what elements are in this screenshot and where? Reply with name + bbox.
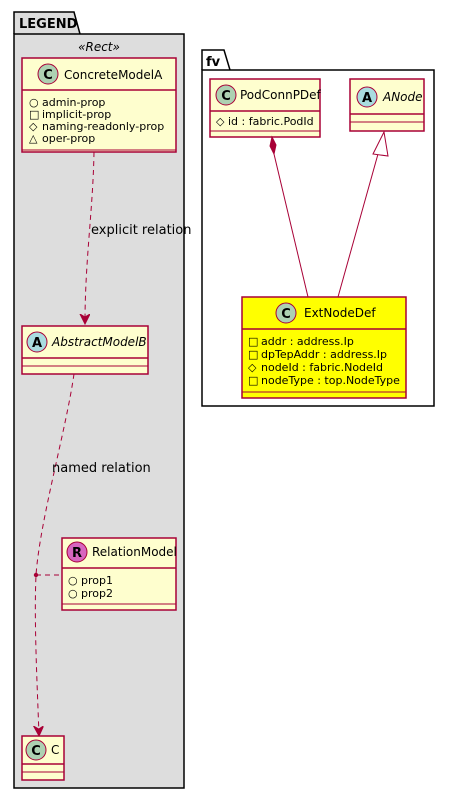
class-badge-icon bbox=[275, 302, 297, 324]
attribute: naming-readonly-prop bbox=[42, 120, 164, 133]
attribute: admin-prop bbox=[42, 96, 105, 109]
inheritance-triangle-icon bbox=[372, 130, 389, 157]
legend-package-title: LEGEND bbox=[19, 17, 78, 32]
attribute: dpTepAddr : address.Ip bbox=[261, 348, 387, 361]
explicit-relation-label: explicit relation bbox=[91, 223, 191, 238]
named-relation-edge: named relation bbox=[34, 373, 151, 735]
class-name: AbstractModelB bbox=[51, 335, 147, 349]
attribute: implicit-prop bbox=[42, 108, 111, 121]
legend-stereotype: «Rect» bbox=[78, 40, 120, 54]
fv-package-tab bbox=[201, 49, 231, 71]
explicit-relation-edge: explicit relation bbox=[85, 151, 191, 323]
class-badge-letter: R bbox=[72, 546, 82, 561]
fv-package-title: fv bbox=[206, 55, 221, 70]
class-badge-letter: A bbox=[362, 91, 372, 106]
class-badge-icon bbox=[37, 63, 59, 85]
class-concrete-model-a[interactable]: C ConcreteModelA ○ admin-prop □ implicit… bbox=[21, 57, 177, 153]
visibility-private-icon: □ bbox=[248, 335, 258, 348]
class-name: PodConnPDef bbox=[240, 88, 322, 102]
legend-package-body bbox=[13, 33, 185, 789]
attribute-list: ○ admin-prop □ implicit-prop ◇ naming-re… bbox=[29, 96, 164, 145]
attribute: id : fabric.PodId bbox=[228, 115, 314, 128]
visibility-public-icon: ○ bbox=[68, 574, 78, 587]
class-badge-letter: C bbox=[221, 89, 231, 104]
class-badge-letter: C bbox=[31, 744, 41, 759]
class-name: ConcreteModelA bbox=[64, 68, 163, 82]
visibility-public-icon: ○ bbox=[29, 96, 39, 109]
visibility-private-icon: □ bbox=[248, 348, 258, 361]
class-badge-icon bbox=[215, 84, 237, 106]
attribute: prop2 bbox=[81, 587, 113, 600]
visibility-protected-icon: ◇ bbox=[29, 120, 38, 133]
abstract-badge-icon bbox=[356, 86, 378, 108]
class-badge-letter: A bbox=[32, 336, 42, 351]
visibility-protected-icon: ◇ bbox=[216, 115, 225, 128]
generalization-edge bbox=[337, 130, 389, 298]
legend-package-tab bbox=[13, 11, 81, 35]
class-badge-letter: C bbox=[43, 68, 53, 83]
class-podconnpdef[interactable]: C PodConnPDef ◇ id : fabric.PodId bbox=[209, 78, 322, 138]
relation-badge-icon bbox=[66, 541, 88, 563]
attribute: nodeType : top.NodeType bbox=[261, 374, 400, 387]
named-relation-label: named relation bbox=[52, 461, 151, 476]
attribute: nodeId : fabric.NodeId bbox=[261, 361, 383, 374]
class-anode[interactable]: A ANode bbox=[349, 78, 425, 132]
class-abstract-model-b[interactable]: A AbstractModelB bbox=[21, 325, 149, 375]
visibility-protected-icon: ◇ bbox=[248, 361, 257, 374]
attribute: addr : address.Ip bbox=[261, 335, 354, 348]
abstract-badge-icon bbox=[26, 331, 48, 353]
class-name: ExtNodeDef bbox=[304, 306, 376, 320]
attribute: prop1 bbox=[81, 574, 113, 587]
class-name: ANode bbox=[382, 90, 423, 104]
class-name: C bbox=[51, 743, 59, 757]
class-c[interactable]: C C bbox=[21, 735, 65, 781]
composition-diamond-icon bbox=[269, 135, 277, 156]
composition-edge bbox=[269, 135, 309, 298]
visibility-private-icon: □ bbox=[29, 108, 39, 121]
class-relation-model[interactable]: R RelationModel ○ prop1 ○ prop2 bbox=[61, 537, 177, 611]
visibility-private-icon: □ bbox=[248, 374, 258, 387]
class-extnodedef[interactable]: C ExtNodeDef □ addr : address.Ip □ dpTep… bbox=[241, 296, 407, 399]
class-name: RelationModel bbox=[92, 545, 177, 559]
attribute: oper-prop bbox=[42, 132, 95, 145]
legend-package: LEGEND «Rect» bbox=[13, 11, 185, 789]
class-badge-icon bbox=[25, 739, 47, 761]
visibility-package-icon: △ bbox=[29, 132, 38, 145]
class-badge-letter: C bbox=[281, 307, 291, 322]
visibility-public-icon: ○ bbox=[68, 587, 78, 600]
